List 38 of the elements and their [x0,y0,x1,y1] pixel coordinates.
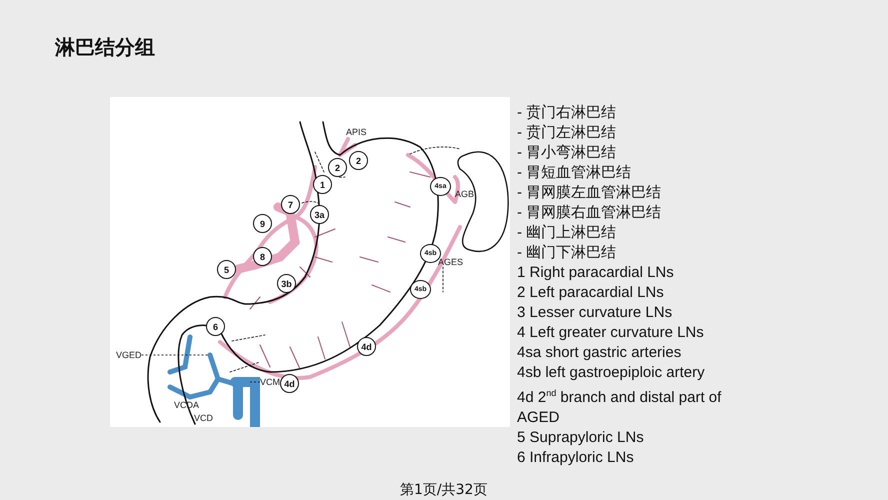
legend-text: 1 Right paracardial LNs [517,263,675,283]
station-number: 9 [253,214,272,233]
legend-text: - 幽门下淋巴结 [517,243,618,263]
vessel-label: VCD [194,413,214,423]
legend-text: - 胃小弯淋巴结 [517,143,618,163]
legend-text: 4sb left gastroepiploic artery [517,363,706,383]
legend-text: - 幽门上淋巴结 [517,223,618,243]
station-number: 2 [349,151,368,170]
station-number: 8 [253,247,272,266]
leader-line [141,354,208,356]
legend-text: 4 Left greater curvature LNs [517,323,705,343]
legend-text: - 胃网膜左血管淋巴结 [517,183,662,203]
legend-text: 2 Left paracardial LNs [517,283,665,303]
legend-text: 4d 2$^{nd}$ branch and distal part of AGED [517,387,722,428]
legend-text: - 贲门左淋巴结 [517,123,618,143]
legend-text: - 胃网膜右血管淋巴结 [517,203,662,223]
station-number: 4d [280,374,299,393]
vessel-label: VCM [260,377,280,387]
slide-title: 淋巴结分组 [55,34,155,61]
vessel-label: VGED [116,350,142,360]
legend-text: - 胃短血管淋巴结 [517,163,632,183]
legend-text: 3 Lesser curvature LNs [517,303,674,323]
legend-text: 5 Suprapyloric LNs [517,428,645,448]
vessel-label: APIS [346,127,367,137]
vessel-label: AGB [455,189,474,199]
page-number: 第1页/共32页 [400,481,488,499]
station-number: 2 [328,158,347,177]
station-number: 6 [206,317,225,336]
station-number: 4d [357,337,376,356]
station-number: 1 [313,175,332,194]
station-number: 3b [277,274,296,293]
vessel-label: AGES [438,257,464,267]
station-number: 5 [217,260,236,279]
station-number: 3a [310,205,329,224]
legend-text: - 贲门右淋巴结 [517,103,618,123]
legend-text: 4sa short gastric arteries [517,343,682,363]
station-number: 7 [281,195,300,214]
legend-text: 6 Infrapyloric LNs [517,448,635,468]
